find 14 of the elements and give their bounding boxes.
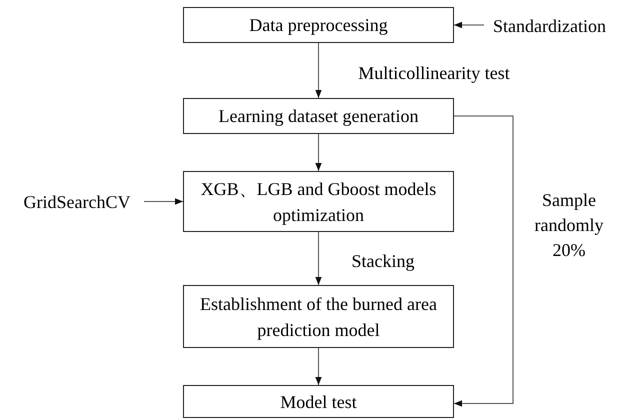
arrow: [454, 116, 514, 407]
input-label: Standardization: [480, 14, 619, 38]
process-box: Data preprocessing: [183, 7, 454, 43]
process-box: Model test: [183, 385, 454, 418]
arrow: [315, 232, 322, 286]
arrow: [144, 198, 184, 205]
arrow: [315, 134, 322, 172]
process-box: Establishment of the burned area prediction model: [183, 285, 454, 348]
input-label: GridSearchCV: [4, 190, 150, 214]
arrow: [315, 42, 322, 98]
process-box: Learning dataset generation: [183, 98, 454, 134]
arrow: [315, 348, 322, 386]
arrow: [454, 22, 484, 28]
process-box: XGB、LGB and Gboost models optimization: [183, 171, 454, 232]
